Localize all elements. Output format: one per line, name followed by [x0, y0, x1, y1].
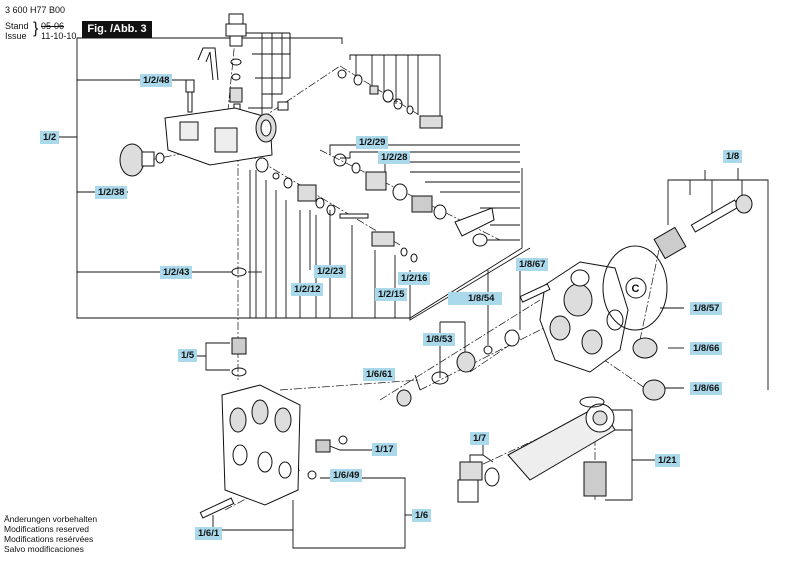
- label-1-2-28: 1/2/28: [378, 151, 411, 164]
- label-1-8-54: 1/8/54: [465, 292, 498, 305]
- label-1-2-16: 1/2/16: [398, 272, 431, 285]
- note-english: Modifications reserved: [4, 524, 90, 534]
- note-french: Modifications resérvées: [4, 534, 94, 544]
- label-1-2-15: 1/2/15: [375, 288, 408, 301]
- label-1-7: 1/7: [470, 432, 490, 445]
- label-1-8-67: 1/8/67: [516, 258, 549, 271]
- label-1-2-29: 1/2/29: [356, 136, 389, 149]
- issue-label: Issue: [5, 31, 27, 41]
- label-1-8-57: 1/8/57: [690, 302, 723, 315]
- label-1-6-1: 1/6/1: [195, 527, 223, 540]
- label-1-21: 1/21: [655, 454, 680, 467]
- note-spanish: Salvo modificaciones: [4, 544, 84, 554]
- label-1-17: 1/17: [372, 443, 397, 456]
- label-1-2-23: 1/2/23: [314, 265, 347, 278]
- figure-label: Fig. /Abb. 3: [82, 21, 152, 38]
- callout-c-letter: C: [632, 283, 640, 295]
- label-1-2-43: 1/2/43: [160, 266, 193, 279]
- label-1-8-66-upper: 1/8/66: [690, 342, 723, 355]
- note-german: Änderungen vorbehalten: [4, 514, 98, 524]
- label-1-2-12: 1/2/12: [291, 283, 324, 296]
- label-1-6-61: 1/6/61: [363, 368, 396, 381]
- label-1-8-66-lower: 1/8/66: [690, 382, 723, 395]
- label-1-6-49: 1/6/49: [330, 469, 363, 482]
- label-1-2: 1/2: [40, 131, 60, 144]
- document-number: 3 600 H77 B00: [5, 5, 66, 15]
- label-1-2-38: 1/2/38: [95, 186, 128, 199]
- label-1-2-48: 1/2/48: [140, 74, 173, 87]
- stand-label: Stand: [5, 21, 29, 31]
- label-1-5: 1/5: [178, 349, 198, 362]
- assembly-frame-1-2: [76, 37, 523, 319]
- stand-value: 05-06: [41, 21, 65, 31]
- header-brace: }: [33, 20, 39, 37]
- label-1-8-53: 1/8/53: [423, 333, 456, 346]
- issue-value: 11-10-10: [41, 31, 77, 41]
- label-1-6: 1/6: [412, 509, 432, 522]
- label-1-8: 1/8: [723, 150, 743, 163]
- callout-c-circle: [625, 277, 647, 299]
